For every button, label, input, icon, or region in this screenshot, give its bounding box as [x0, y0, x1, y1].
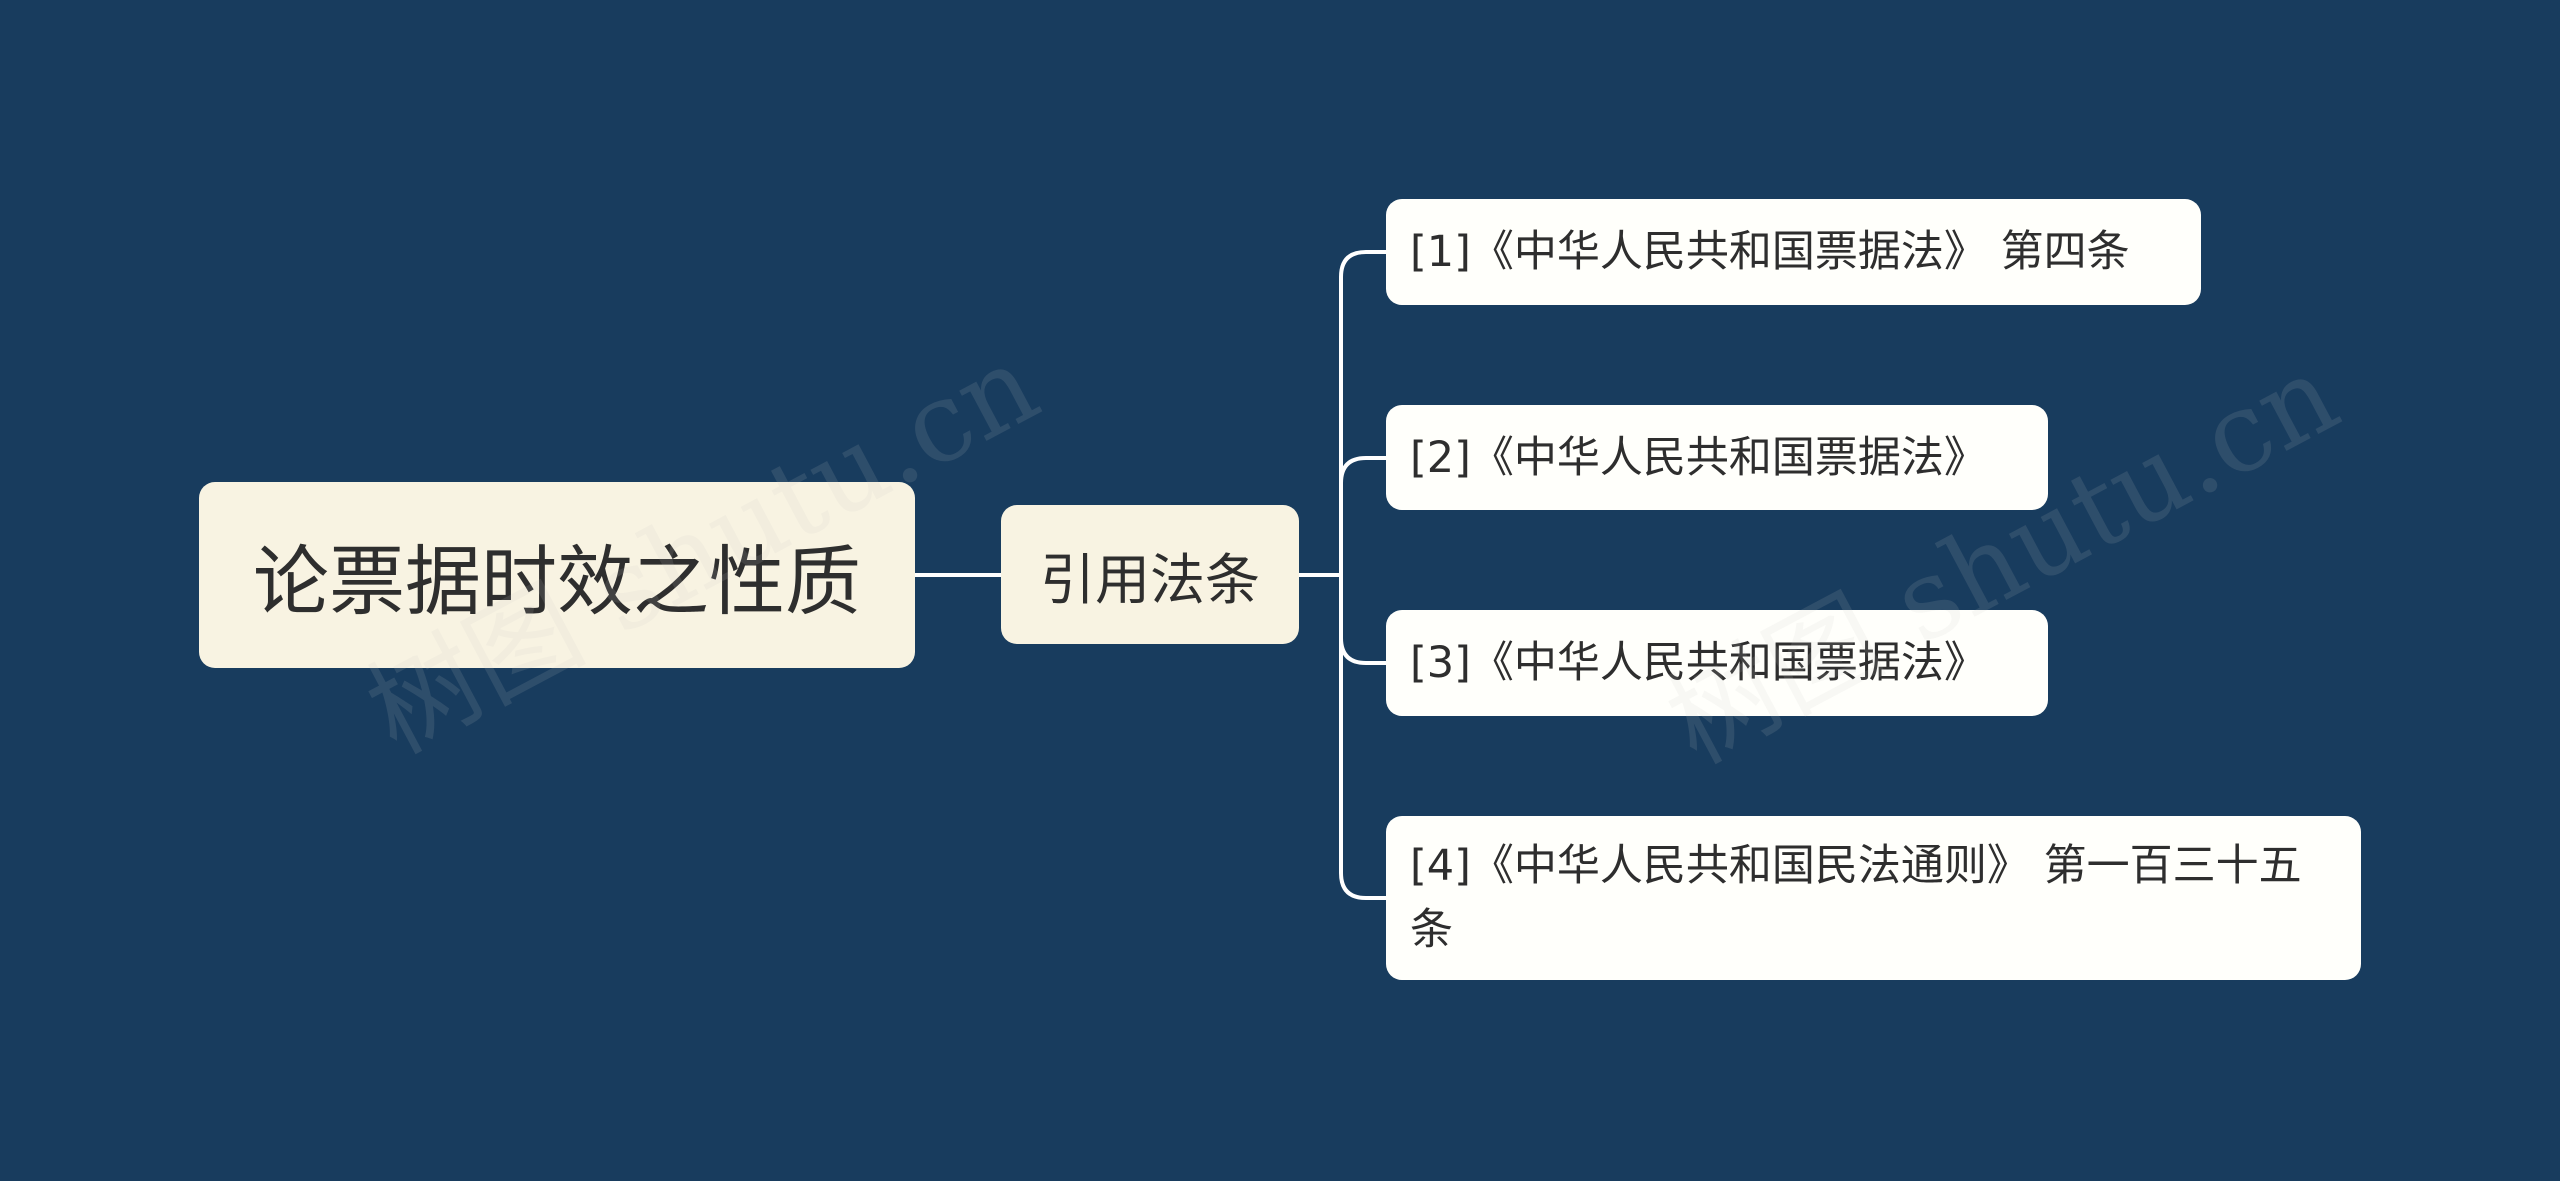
leaf-topic-label: [4]《中华人民共和国民法通则》 第一百三十五条: [1410, 841, 2302, 955]
leaf-topic-label: [3]《中华人民共和国票据法》: [1410, 638, 1987, 688]
root-topic-label: 论票据时效之性质: [253, 537, 861, 626]
branch-topic-label: 引用法条: [1039, 547, 1260, 612]
connector-to-leaf-1: [1339, 250, 1388, 577]
leaf-topic-3[interactable]: [3]《中华人民共和国票据法》: [1386, 610, 2048, 716]
leaf-topic-4[interactable]: [4]《中华人民共和国民法通则》 第一百三十五条: [1386, 816, 2361, 980]
branch-topic[interactable]: 引用法条: [1001, 505, 1299, 644]
leaf-topic-label: [2]《中华人民共和国票据法》: [1410, 432, 1987, 483]
leaf-topic-label: [1]《中华人民共和国票据法》 第四条: [1410, 227, 2130, 277]
leaf-topic-2[interactable]: [2]《中华人民共和国票据法》: [1386, 405, 2048, 510]
connector-to-leaf-2: [1339, 456, 1388, 577]
root-topic[interactable]: 论票据时效之性质: [199, 482, 915, 668]
connector-to-leaf-3: [1339, 573, 1388, 665]
connector-to-leaf-4: [1339, 573, 1388, 900]
leaf-topic-1[interactable]: [1]《中华人民共和国票据法》 第四条: [1386, 199, 2201, 305]
